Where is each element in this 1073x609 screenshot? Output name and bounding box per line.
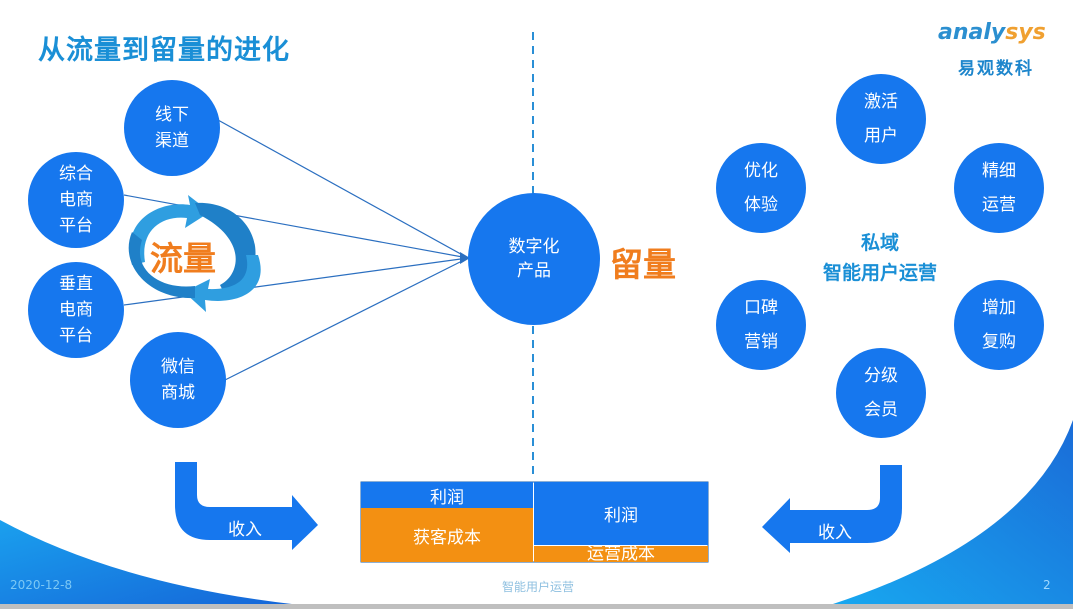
right-income-arrow (762, 465, 902, 553)
cycle-arrows-icon (128, 195, 261, 312)
private-domain-title: 私域 (860, 232, 899, 254)
logo-analysys: analysys (938, 20, 1046, 45)
traffic-label: 流量 (150, 239, 216, 278)
smart-user-ops-title: 智能用户运营 (822, 262, 937, 284)
digital-product-circle: 数字化 产品 (468, 193, 600, 325)
channel-wechat-mall: 微信 商城 (130, 332, 226, 428)
footer-caption: 智能用户运营 (501, 580, 574, 594)
retention-label: 留量 (610, 245, 676, 284)
node-refined-operation: 精细 运营 (954, 143, 1044, 233)
connector-arrowhead (460, 252, 470, 264)
private-domain-label: 私域 智能用户运营 (790, 228, 970, 288)
logo-chinese: 易观数科 (958, 59, 1034, 79)
channel-general-ecommerce: 综合 电商 平台 (28, 152, 124, 248)
node-activate-users: 激活 用户 (836, 74, 926, 164)
acquisition-cost-block: 获客成本 (361, 508, 533, 562)
left-profit-block: 利润 (361, 482, 533, 508)
logo-text-accent: sys (1005, 20, 1046, 45)
channel-vertical-ecommerce: 垂直 电商 平台 (28, 262, 124, 358)
right-profit-block: 利润 (534, 482, 708, 545)
operating-cost-block: 运营成本 (534, 546, 708, 562)
footer-date: 2020-12-8 (10, 578, 73, 592)
node-tiered-membership: 分级 会员 (836, 348, 926, 438)
bottom-right-swoosh (830, 420, 1073, 605)
bottom-left-swoosh (0, 520, 300, 605)
node-optimize-experience: 优化 体验 (716, 143, 806, 233)
logo-text-main: analy (938, 20, 1006, 45)
left-income-label: 收入 (228, 520, 262, 540)
page-title: 从流量到留量的进化 (38, 35, 290, 66)
right-income-label: 收入 (818, 523, 852, 543)
node-word-of-mouth: 口碑 营销 (716, 280, 806, 370)
channel-offline: 线下 渠道 (124, 80, 220, 176)
page-number: 2 (1043, 578, 1051, 592)
left-income-arrow (175, 462, 318, 550)
node-repurchase: 增加 复购 (954, 280, 1044, 370)
